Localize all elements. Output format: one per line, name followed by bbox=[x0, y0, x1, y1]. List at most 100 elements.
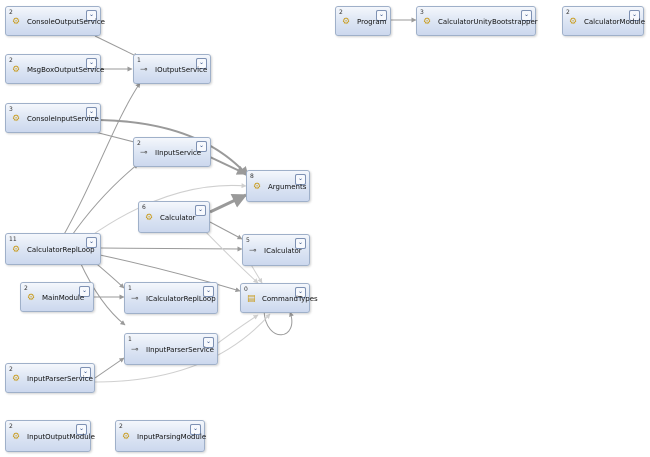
node-label: IInputParserService bbox=[146, 346, 214, 354]
node-count: 2 bbox=[339, 9, 343, 16]
node-label: IInputService bbox=[155, 149, 202, 157]
node-iinput-parser-service[interactable]: 1 ⌄ IInputParserService bbox=[124, 333, 218, 365]
enum-icon bbox=[247, 294, 259, 304]
double-chevron-down-icon[interactable]: ⌄ bbox=[86, 58, 97, 69]
double-chevron-down-icon[interactable]: ⌄ bbox=[195, 205, 206, 216]
node-calculator-module[interactable]: 2 ⌄ CalculatorModule bbox=[562, 6, 646, 36]
node-count: 1 bbox=[128, 285, 132, 292]
edge-repl-iinputparser bbox=[79, 261, 126, 326]
edge-repl-arguments-light bbox=[87, 183, 247, 239]
double-chevron-down-icon[interactable]: ⌄ bbox=[86, 10, 97, 21]
edge-iinput-arguments bbox=[209, 156, 247, 175]
double-chevron-down-icon[interactable]: ⌄ bbox=[203, 286, 214, 297]
node-input-output-module[interactable]: 2 ⌄ InputOutputModule bbox=[5, 420, 95, 452]
double-chevron-down-icon[interactable]: ⌄ bbox=[196, 58, 207, 69]
edge-icalculator-commandtypes bbox=[249, 262, 263, 284]
edge-repl-icalculator bbox=[99, 246, 243, 252]
node-icalculator[interactable]: 5 ⌄ ICalculator bbox=[242, 234, 310, 266]
node-count: 11 bbox=[9, 236, 17, 243]
node-count: 2 bbox=[9, 9, 13, 16]
node-count: 1 bbox=[128, 336, 132, 343]
node-arguments[interactable]: 8 ⌄ Arguments bbox=[246, 170, 310, 202]
double-chevron-down-icon[interactable]: ⌄ bbox=[190, 424, 201, 435]
node-program[interactable]: 2 ⌄ Program bbox=[335, 6, 391, 36]
node-msgbox-output-service[interactable]: 2 ⌄ MsgBoxOutputService bbox=[5, 54, 105, 84]
node-iinput-service[interactable]: 2 ⌄ IInputService bbox=[133, 137, 211, 167]
node-input-parser-service[interactable]: 2 ⌄ InputParserService bbox=[5, 363, 95, 393]
interface-icon bbox=[249, 246, 261, 256]
node-label: ICalculatorReplLoop bbox=[146, 295, 216, 303]
double-chevron-down-icon[interactable]: ⌄ bbox=[295, 238, 306, 249]
node-count: 2 bbox=[137, 140, 141, 147]
edge-consoleinput-iinput bbox=[94, 131, 139, 145]
node-input-parsing-module[interactable]: 2 ⌄ InputParsingModule bbox=[115, 420, 207, 452]
node-label: ConsoleOutputService bbox=[27, 18, 105, 26]
edge-calculator-icalculator bbox=[209, 221, 243, 240]
node-main-module[interactable]: 2 ⌄ MainModule bbox=[20, 282, 94, 312]
class-icon bbox=[253, 182, 265, 192]
double-chevron-down-icon[interactable]: ⌄ bbox=[295, 174, 306, 185]
node-count: 2 bbox=[566, 9, 570, 16]
node-calculator-repl-loop[interactable]: 11 ⌄ CalculatorReplLoop bbox=[5, 233, 101, 265]
edge-calculator-arguments bbox=[209, 193, 248, 214]
node-label: InputParserService bbox=[27, 375, 93, 383]
double-chevron-down-icon[interactable]: ⌄ bbox=[295, 287, 306, 298]
edge-commandtypes-self bbox=[263, 310, 294, 336]
edge-consoleoutput-ioutput bbox=[94, 35, 139, 58]
double-chevron-down-icon[interactable]: ⌄ bbox=[196, 141, 207, 152]
double-chevron-down-icon[interactable]: ⌄ bbox=[86, 237, 97, 248]
node-count: 2 bbox=[9, 57, 13, 64]
node-label: MsgBoxOutputService bbox=[27, 66, 105, 74]
double-chevron-down-icon[interactable]: ⌄ bbox=[376, 10, 387, 21]
node-label: InputParsingModule bbox=[137, 433, 207, 441]
double-chevron-down-icon[interactable]: ⌄ bbox=[629, 10, 640, 21]
node-console-output-service[interactable]: 2 ⌄ ConsoleOutputService bbox=[5, 6, 105, 36]
class-icon bbox=[12, 432, 24, 442]
edge-consoleinput-arguments bbox=[99, 119, 249, 177]
class-icon bbox=[145, 213, 157, 223]
double-chevron-down-icon[interactable]: ⌄ bbox=[203, 337, 214, 348]
edge-repl-iinput bbox=[69, 163, 139, 239]
node-count: 2 bbox=[9, 366, 13, 373]
class-icon bbox=[12, 114, 24, 124]
node-label: InputOutputModule bbox=[27, 433, 95, 441]
node-label: MainModule bbox=[42, 294, 85, 302]
class-icon bbox=[12, 374, 24, 384]
node-calculator[interactable]: 6 ⌄ Calculator bbox=[138, 201, 210, 233]
node-count: 2 bbox=[119, 423, 123, 430]
node-count: 3 bbox=[420, 9, 424, 16]
node-icalculator-repl-loop[interactable]: 1 ⌄ ICalculatorReplLoop bbox=[124, 282, 218, 314]
double-chevron-down-icon[interactable]: ⌄ bbox=[76, 424, 87, 435]
class-icon bbox=[122, 432, 134, 442]
node-count: 2 bbox=[9, 423, 13, 430]
class-icon bbox=[423, 17, 435, 27]
node-count: 0 bbox=[244, 286, 248, 293]
interface-icon bbox=[140, 148, 152, 158]
node-calculator-unity-bootstrapper[interactable]: 3 ⌄ CalculatorUnityBootstrapper bbox=[416, 6, 538, 36]
double-chevron-down-icon[interactable]: ⌄ bbox=[79, 286, 90, 297]
node-label: Program bbox=[357, 18, 387, 26]
node-console-input-service[interactable]: 3 ⌄ ConsoleInputService bbox=[5, 103, 101, 133]
node-command-types[interactable]: 0 ⌄ CommandTypes bbox=[240, 283, 318, 313]
node-count: 8 bbox=[250, 173, 254, 180]
double-chevron-down-icon[interactable]: ⌄ bbox=[80, 367, 91, 378]
node-count: 1 bbox=[137, 57, 141, 64]
node-ioutput-service[interactable]: 1 ⌄ IOutputService bbox=[133, 54, 211, 84]
edge-inputparser-iinputparser bbox=[94, 357, 125, 379]
class-icon bbox=[342, 17, 354, 27]
double-chevron-down-icon[interactable]: ⌄ bbox=[521, 10, 532, 21]
edge-repl-commandtypes bbox=[99, 254, 241, 293]
node-label: CalculatorModule bbox=[584, 18, 646, 26]
double-chevron-down-icon[interactable]: ⌄ bbox=[86, 107, 97, 118]
class-icon bbox=[27, 293, 39, 303]
node-count: 3 bbox=[9, 106, 13, 113]
class-icon bbox=[12, 65, 24, 75]
node-label: ConsoleInputService bbox=[27, 115, 99, 123]
node-count: 5 bbox=[246, 237, 250, 244]
node-label: Arguments bbox=[268, 183, 307, 191]
node-count: 2 bbox=[24, 285, 28, 292]
class-icon bbox=[569, 17, 581, 27]
interface-icon bbox=[131, 345, 143, 355]
node-count: 6 bbox=[142, 204, 146, 211]
node-label: CalculatorUnityBootstrapper bbox=[438, 18, 538, 26]
